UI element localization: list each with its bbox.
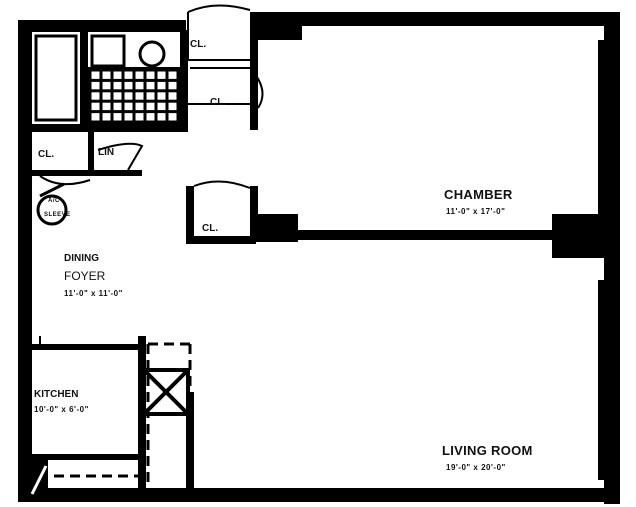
living-room-dims: 19'-0" x 20'-0"	[446, 463, 506, 472]
tile	[102, 81, 111, 90]
closet-left-label: CL.	[38, 149, 55, 160]
dining-foyer-dims: 11'-0" x 11'-0"	[64, 289, 123, 298]
tile	[168, 113, 177, 121]
tile	[146, 92, 155, 100]
tile	[102, 102, 111, 111]
tile	[91, 81, 100, 90]
tile	[146, 113, 155, 121]
kitchen-label: KITCHEN	[34, 389, 79, 400]
tile	[113, 81, 122, 90]
closet-chamber-label: CL.	[202, 223, 219, 234]
ac-unit-label: SLEEVE	[44, 212, 71, 218]
tile	[146, 81, 155, 90]
tile	[157, 102, 166, 111]
closet-bath-label: CL.	[190, 39, 207, 50]
tile	[157, 71, 166, 79]
closet-hall-label: CL.	[210, 97, 227, 108]
tile	[168, 81, 177, 90]
tile	[124, 92, 133, 100]
ac-sleeve-icon	[36, 182, 68, 226]
tile	[124, 113, 133, 121]
tile	[124, 102, 133, 111]
tile	[135, 71, 144, 79]
tile	[102, 113, 111, 121]
tile	[91, 92, 100, 100]
tile	[113, 92, 122, 100]
tile	[135, 92, 144, 100]
tile	[168, 102, 177, 111]
bath-tile-holes	[91, 71, 177, 121]
tile	[168, 92, 177, 100]
tile	[113, 102, 122, 111]
chamber-dims: 11'-0" x 17'-0"	[446, 207, 506, 216]
tile	[146, 102, 155, 111]
linen-closet-label: LIN	[98, 147, 115, 158]
sink-icon	[138, 40, 166, 68]
tile	[113, 113, 122, 121]
door-swings	[39, 4, 264, 344]
tile	[157, 92, 166, 100]
refrigerator-icon	[142, 368, 190, 416]
dashed-lines	[28, 190, 194, 488]
bath-tile-grid	[87, 67, 181, 125]
tile	[146, 71, 155, 79]
tile	[135, 81, 144, 90]
chamber-label: CHAMBER	[444, 187, 513, 202]
tile	[91, 113, 100, 121]
tile	[157, 113, 166, 121]
tile	[113, 71, 122, 79]
kitchen-dims: 10'-0" x 6'-0"	[34, 405, 89, 414]
dining-foyer-label-line2: FOYER	[64, 269, 106, 283]
bath-fixtures	[34, 34, 166, 122]
corner-detail	[30, 465, 48, 495]
tile	[124, 71, 133, 79]
tile	[102, 71, 111, 79]
tile	[135, 113, 144, 121]
tile	[124, 81, 133, 90]
dining-foyer-label-line1: DINING	[64, 253, 99, 264]
tile	[102, 92, 111, 100]
tile	[135, 102, 144, 111]
ac-label: A/C	[48, 198, 60, 204]
tile	[168, 71, 177, 79]
tile	[91, 102, 100, 111]
tile	[91, 71, 100, 79]
living-room-label: LIVING ROOM	[442, 443, 533, 458]
tile	[157, 81, 166, 90]
